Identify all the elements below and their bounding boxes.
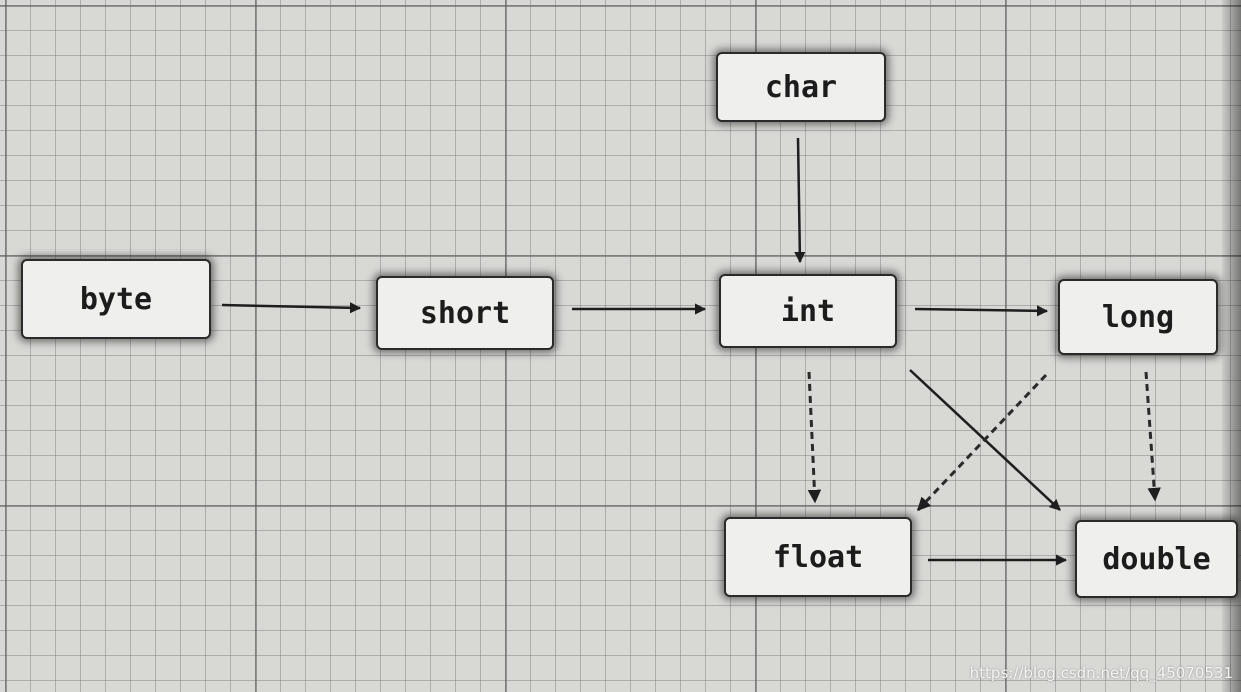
watermark-text: https://blog.csdn.net/qq_45070531 (969, 664, 1233, 682)
arrow-int-to-float (807, 371, 822, 504)
node-int: int (719, 274, 897, 348)
node-float: float (724, 517, 912, 597)
node-char: char (716, 52, 886, 122)
node-long: long (1058, 279, 1218, 355)
arrow-long-to-double (1144, 371, 1161, 502)
arrow-int-to-long (914, 305, 1049, 317)
page-edge-shadow (1222, 0, 1241, 692)
node-byte: byte (21, 259, 211, 339)
arrow-char-to-int (794, 137, 806, 264)
arrow-byte-to-short (221, 302, 362, 314)
node-short: short (376, 276, 554, 350)
node-double: double (1075, 520, 1238, 598)
